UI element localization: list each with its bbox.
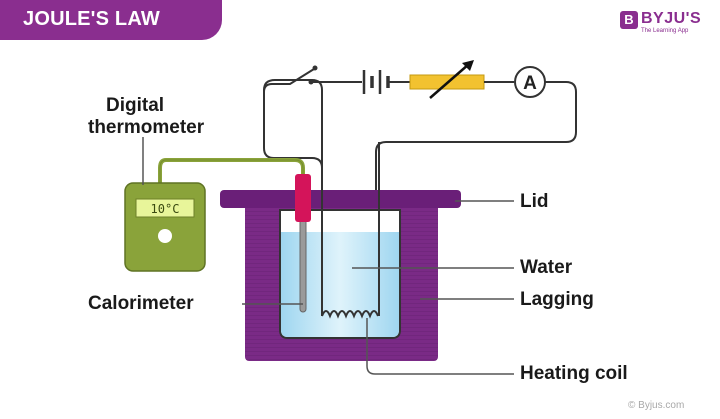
calorimeter: [279, 209, 401, 339]
leader-lines: [142, 137, 514, 375]
variable-resistor-icon: [409, 60, 514, 99]
label-calorimeter: Calorimeter: [88, 293, 194, 314]
ammeter-icon: A: [514, 66, 546, 98]
lid: [220, 190, 461, 208]
logo-mark-icon: B: [620, 11, 638, 29]
label-digital: Digital: [106, 95, 165, 116]
switch: [263, 65, 362, 100]
copyright: © Byjus.com: [628, 400, 685, 411]
logo-name: BYJU'S: [641, 10, 702, 27]
label-heating-coil: Heating coil: [520, 363, 628, 384]
logo-tagline: The Learning App: [641, 28, 689, 34]
thermometer-reading: 10°C: [151, 202, 180, 216]
heating-coil-icon: [321, 310, 379, 319]
thermometer-probe: [158, 158, 311, 313]
label-lagging: Lagging: [520, 289, 594, 310]
probe-cable: [158, 158, 305, 185]
label-thermometer: thermometer: [88, 117, 205, 138]
battery-icon: [362, 70, 410, 94]
page-title: JOULE'S LAW: [23, 8, 160, 30]
digital-thermometer: 10°C: [124, 182, 206, 272]
label-water: Water: [520, 257, 573, 278]
leader-heating-coil: [366, 318, 514, 375]
label-lid: Lid: [520, 191, 549, 212]
water: [281, 232, 399, 337]
title-banner: JOULE'S LAW: [0, 0, 222, 40]
ammeter-symbol: A: [523, 73, 537, 94]
left-wire-lower: [263, 100, 323, 200]
left-wire: [263, 79, 323, 306]
thermometer-button-icon: [158, 229, 172, 243]
byjus-logo: B BYJU'S The Learning App: [620, 10, 710, 38]
